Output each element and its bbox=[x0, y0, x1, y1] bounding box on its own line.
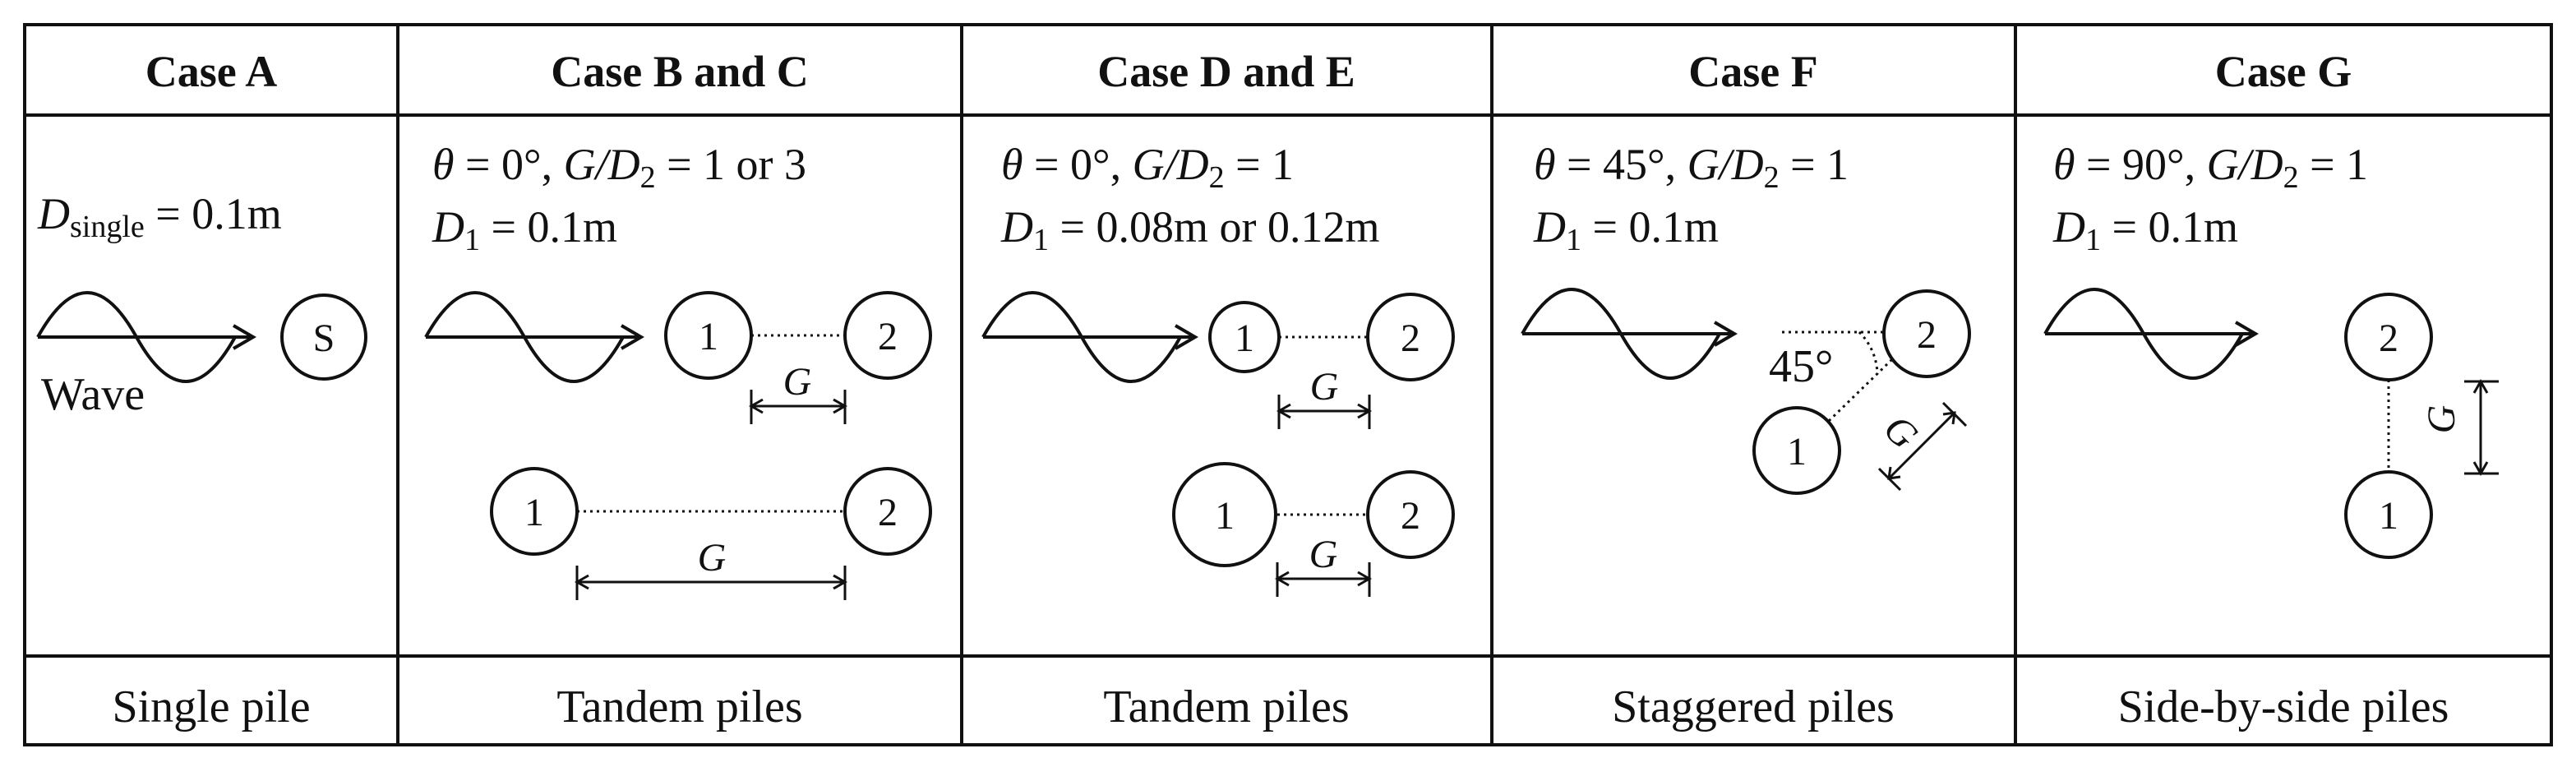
arrow-head-icon bbox=[2234, 321, 2259, 347]
single-pile-label: S bbox=[313, 317, 335, 360]
theta-gap-parameter: θ = 90°, G/D2 = 1 bbox=[2053, 140, 2368, 195]
gap-dimension-lower: G bbox=[574, 536, 848, 600]
header-case-b-c: Case B and C bbox=[551, 47, 809, 96]
pile-1-lower bbox=[490, 467, 579, 556]
theta-gap-parameter: θ = 0°, G/D2 = 1 or 3 bbox=[432, 140, 806, 195]
header-row: Case A Case B and C Case D and E Case F … bbox=[145, 47, 2352, 96]
gap-label: G bbox=[1309, 533, 1338, 576]
gap-label: G bbox=[2420, 405, 2463, 434]
gap-dimension-diagonal: G bbox=[1875, 401, 1968, 492]
footer-case-g: Side-by-side piles bbox=[2118, 682, 2449, 732]
pile-2-lower bbox=[843, 467, 932, 556]
pile-1-upper bbox=[664, 291, 753, 380]
case-a-diagram: Dsingle = 0.1m Wave S bbox=[36, 189, 367, 420]
pile-1-label: 1 bbox=[1787, 430, 1807, 474]
wave-label: Wave bbox=[41, 369, 145, 420]
footer-row: Single pile Tandem piles Tandem piles St… bbox=[112, 682, 2449, 732]
footer-case-d-e: Tandem piles bbox=[1103, 682, 1349, 732]
d1-parameter: D1 = 0.1m bbox=[432, 202, 617, 257]
pile-1-small bbox=[1208, 301, 1281, 373]
single-pile bbox=[280, 293, 367, 381]
pile-1 bbox=[2344, 470, 2433, 559]
arrow-head-icon bbox=[1713, 321, 1738, 347]
pile-1-label: 1 bbox=[1215, 494, 1235, 538]
pile-2-label: 2 bbox=[878, 491, 898, 534]
arrow-head-icon bbox=[1174, 324, 1198, 350]
pile-2-label: 2 bbox=[1401, 494, 1420, 538]
gap-label: G bbox=[698, 536, 727, 580]
arrow-head-icon bbox=[232, 324, 256, 350]
case-d-e-diagram: θ = 0°, G/D2 = 1 D1 = 0.08m or 0.12m 1 2… bbox=[981, 140, 1455, 597]
footer-case-a: Single pile bbox=[112, 682, 310, 732]
arrow-head-icon bbox=[620, 324, 644, 350]
pile-1-label: 1 bbox=[699, 315, 718, 358]
footer-case-b-c: Tandem piles bbox=[556, 682, 802, 732]
pile-1-large bbox=[1172, 462, 1277, 567]
d-single-parameter: Dsingle = 0.1m bbox=[37, 189, 282, 244]
angle-arc bbox=[1858, 330, 1879, 375]
pile-2 bbox=[1882, 289, 1971, 378]
case-b-c-diagram: θ = 0°, G/D2 = 1 or 3 D1 = 0.1m 1 2 G 1 … bbox=[424, 140, 932, 600]
pile-1-label: 1 bbox=[1235, 317, 1254, 360]
pile-2-label: 2 bbox=[1917, 313, 1937, 357]
theta-gap-parameter: θ = 0°, G/D2 = 1 bbox=[1001, 140, 1294, 195]
header-case-f: Case F bbox=[1688, 47, 1817, 96]
pile-2-label: 2 bbox=[1401, 317, 1420, 360]
header-case-g: Case G bbox=[2215, 47, 2352, 96]
angle-label: 45° bbox=[1769, 341, 1833, 392]
table-grid bbox=[23, 23, 2553, 746]
gap-label: G bbox=[783, 360, 812, 404]
pile-2-upper bbox=[1366, 293, 1455, 381]
header-case-d-e: Case D and E bbox=[1097, 47, 1355, 96]
header-case-a: Case A bbox=[145, 47, 278, 96]
pile-1-label: 1 bbox=[524, 491, 544, 534]
gap-label: G bbox=[1310, 365, 1339, 409]
pile-1-label: 1 bbox=[2379, 494, 2398, 538]
pile-2-upper bbox=[843, 291, 932, 380]
pile-2 bbox=[2344, 293, 2433, 381]
case-g-diagram: θ = 90°, G/D2 = 1 D1 = 0.1m 2 1 G bbox=[2043, 140, 2499, 559]
footer-case-f: Staggered piles bbox=[1612, 682, 1895, 732]
pile-2-label: 2 bbox=[2379, 317, 2398, 360]
gap-dimension-lower: G bbox=[1274, 533, 1373, 597]
d1-parameter: D1 = 0.1m bbox=[2052, 202, 2238, 257]
gap-dimension-upper: G bbox=[1276, 365, 1373, 429]
pile-2-lower bbox=[1366, 470, 1455, 559]
gap-dimension-upper: G bbox=[748, 360, 848, 424]
pile-2-label: 2 bbox=[878, 315, 898, 358]
d1-parameter: D1 = 0.1m bbox=[1533, 202, 1719, 257]
pile-1 bbox=[1752, 406, 1841, 495]
case-f-diagram: θ = 45°, G/D2 = 1 D1 = 0.1m 45° 1 2 G bbox=[1521, 140, 1971, 495]
d1-parameter: D1 = 0.08m or 0.12m bbox=[1000, 202, 1379, 257]
theta-gap-parameter: θ = 45°, G/D2 = 1 bbox=[1534, 140, 1849, 195]
gap-dimension-vertical: G bbox=[2420, 378, 2499, 477]
